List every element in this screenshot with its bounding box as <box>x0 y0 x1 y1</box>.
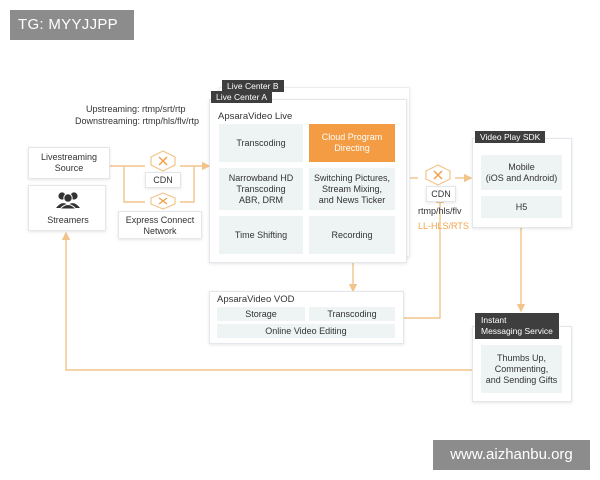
narrowband-hd-cell: Narrowband HD Transcoding ABR, DRM <box>219 168 303 210</box>
h5-sdk-cell: H5 <box>481 196 562 218</box>
cloud-program-directing-cell: Cloud Program Directing <box>309 124 395 162</box>
delivery-cdn-icon <box>425 164 451 186</box>
low-latency-protocols: LL-HLS/RTS <box>418 221 469 231</box>
watermark-top-left: TG: MYYJJPP <box>10 10 134 40</box>
live-center-a-tag: Live Center A <box>211 91 273 103</box>
watermark-bottom-right: www.aizhanbu.org <box>433 440 590 470</box>
streamers-label: Streamers <box>47 215 89 225</box>
online-video-editing-cell: Online Video Editing <box>217 324 395 338</box>
im-service-tag: Instant Messaging Service <box>475 313 559 339</box>
delivery-cdn-label: CDN <box>426 186 456 202</box>
mobile-sdk-cell: Mobile (iOS and Android) <box>481 155 562 190</box>
downstream-protocols: Downstreaming: rtmp/hls/flv/rtp <box>75 116 200 126</box>
cdn-node-icon <box>150 150 176 172</box>
express-connect-icon <box>150 192 176 210</box>
apsaravideo-live-title: ApsaraVideo Live <box>218 111 293 122</box>
livestreaming-source-box: Livestreaming Source <box>28 147 110 179</box>
switching-pictures-cell: Switching Pictures, Stream Mixing, and N… <box>309 168 395 210</box>
line-express-live <box>180 166 195 203</box>
live-center-b-tag: Live Center B <box>222 80 284 92</box>
vod-storage-cell: Storage <box>217 307 305 321</box>
streamers-box: Streamers <box>28 185 106 231</box>
time-shifting-cell: Time Shifting <box>219 216 303 254</box>
ingest-cdn-label: CDN <box>145 172 181 188</box>
express-connect-label: Express Connect Network <box>118 211 202 239</box>
line-source-express <box>123 166 145 203</box>
live-transcoding-cell: Transcoding <box>219 124 303 162</box>
people-icon <box>56 192 80 209</box>
video-play-sdk-tag: Video Play SDK <box>475 131 546 143</box>
recording-cell: Recording <box>309 216 395 254</box>
im-features-cell: Thumbs Up, Commenting, and Sending Gifts <box>481 345 562 393</box>
delivery-protocols: rtmp/hls/flv <box>418 206 462 216</box>
vod-transcoding-cell: Transcoding <box>309 307 395 321</box>
upstream-protocols: Upstreaming: rtmp/srt/rtp <box>86 104 186 114</box>
apsaravideo-vod-title: ApsaraVideo VOD <box>217 294 295 305</box>
